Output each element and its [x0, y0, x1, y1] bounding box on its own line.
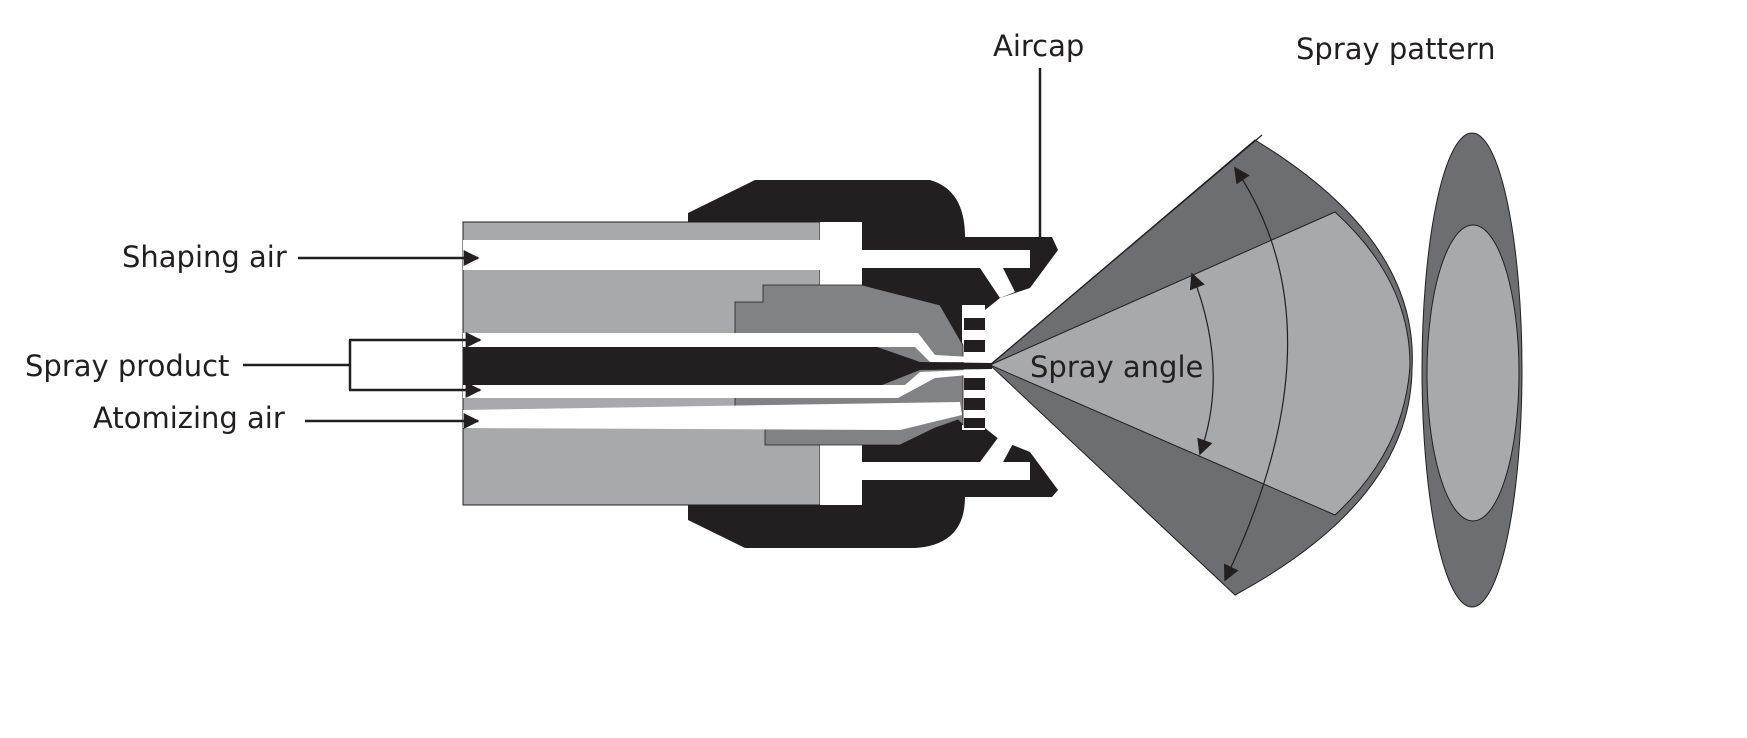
spray-product-channel	[463, 347, 992, 385]
spray-product-label: Spray product	[25, 349, 229, 383]
spray-pattern-ellipse	[1421, 132, 1523, 608]
spray-angle-arc	[1189, 272, 1214, 456]
nozzle-body	[462, 180, 1058, 548]
atomizing-air-label: Atomizing air	[93, 401, 285, 435]
spray-angle-label: Spray angle	[1030, 350, 1203, 384]
outer-angle-arc	[1224, 166, 1289, 582]
spray-pattern-label: Spray pattern	[1296, 32, 1495, 66]
shaping-air-label: Shaping air	[122, 240, 287, 274]
spray-cone	[988, 134, 1413, 596]
aircap-label: Aircap	[993, 29, 1084, 63]
